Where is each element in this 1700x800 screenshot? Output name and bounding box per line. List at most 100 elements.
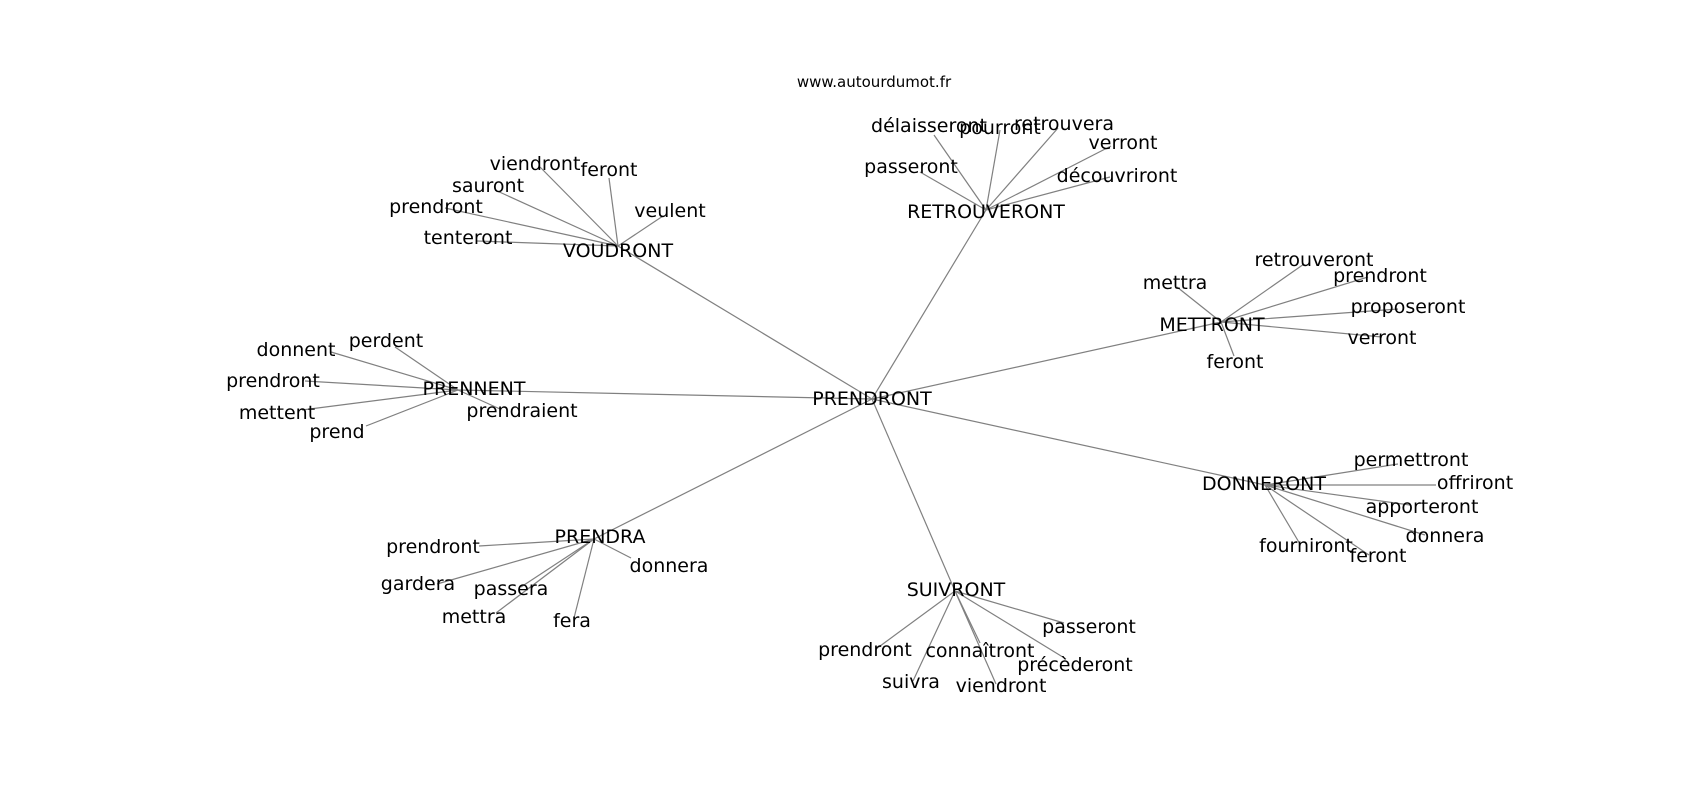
edge-voudront-leaf-5 — [476, 240, 619, 247]
leaf-node-label: retrouveront — [1254, 249, 1373, 271]
edge-prendra-leaf-4 — [495, 538, 595, 614]
edge-prendra-leaf-1 — [436, 538, 595, 585]
leaf-node-label: donnent — [257, 339, 336, 361]
leaf-node-label: sauront — [452, 175, 524, 197]
leaf-node-label: mettent — [239, 402, 315, 424]
edge-donneront-leaf-5 — [1264, 484, 1370, 556]
leaf-node-label: viendront — [956, 675, 1047, 697]
leaf-node-label: proposeront — [1351, 296, 1466, 318]
hub-node-retrouveront: RETROUVERONT — [907, 201, 1065, 223]
leaf-node-label: verront — [1089, 132, 1158, 154]
leaf-node-label: passera — [474, 578, 549, 600]
leaf-node-label: donnera — [1406, 525, 1485, 547]
leaf-node-label: passeront — [864, 156, 958, 178]
leaf-node-label: prend — [309, 421, 364, 443]
edge-prennent-leaf-0 — [394, 346, 459, 391]
edge-center-prennent — [457, 389, 873, 400]
edge-retrouveront-leaf-4 — [919, 171, 987, 211]
leaf-node-label: tenteront — [424, 227, 513, 249]
edge-suivront-leaf-1 — [875, 590, 956, 650]
edge-center-prendra — [593, 398, 873, 540]
edge-mettront-leaf-3 — [1220, 308, 1399, 323]
edge-prennent-leaf-4 — [457, 389, 501, 410]
edge-donneront-leaf-2 — [1264, 484, 1411, 506]
leaf-node-label: prendront — [226, 370, 320, 392]
edge-mettront-leaf-4 — [1220, 321, 1383, 338]
edge-suivront-leaf-5 — [954, 590, 997, 685]
leaf-node-label: suivra — [882, 671, 940, 693]
leaf-node-label: découvriront — [1057, 165, 1178, 187]
edge-prennent-leaf-2 — [304, 380, 459, 391]
hub-node-mettront: METTRONT — [1159, 314, 1265, 336]
hub-node-voudront: VOUDRONT — [563, 240, 674, 262]
edge-center-voudront — [617, 245, 873, 400]
leaf-node-label: offriront — [1437, 472, 1513, 494]
edge-prennent-leaf-3 — [301, 389, 459, 411]
leaf-node-label: pourront — [959, 117, 1041, 139]
edge-suivront-leaf-0 — [954, 590, 1065, 624]
edge-prennent-leaf-5 — [365, 389, 459, 427]
leaf-node-label: feront — [1350, 545, 1407, 567]
edge-voudront-leaf-2 — [494, 189, 619, 247]
leaf-node-label: gardera — [381, 573, 455, 595]
edge-retrouveront-leaf-1 — [985, 129, 1001, 211]
source-label: www.autourdumot.fr — [797, 73, 952, 91]
hub-node-prennent: PRENNENT — [423, 378, 526, 400]
leaf-node-label: prendraient — [466, 400, 577, 422]
edge-retrouveront-leaf-0 — [933, 134, 987, 211]
hub-node-prendra: PRENDRA — [555, 526, 646, 548]
leaf-node-label: viendront — [490, 153, 581, 175]
edge-mettront-leaf-2 — [1176, 286, 1222, 323]
edge-center-retrouveront — [871, 209, 987, 400]
edge-retrouveront-leaf-5 — [985, 176, 1111, 211]
edge-mettront-leaf-5 — [1220, 321, 1235, 357]
leaf-node-label: retrouvera — [1014, 113, 1114, 135]
edge-retrouveront-leaf-3 — [985, 145, 1112, 211]
edge-mettront-leaf-0 — [1220, 263, 1305, 323]
edge-voudront-leaf-4 — [617, 215, 664, 247]
leaf-node-label: feront — [581, 159, 638, 181]
center-node-label: PRENDRONT — [812, 388, 932, 410]
leaf-node-label: fera — [553, 610, 591, 632]
leaf-node-label: précèderont — [1017, 654, 1133, 676]
leaf-node-label: permettront — [1354, 449, 1469, 471]
edge-retrouveront-leaf-2 — [985, 127, 1059, 211]
edge-center-mettront — [871, 321, 1222, 400]
edge-voudront-leaf-3 — [444, 207, 619, 247]
leaf-node-label: verront — [1348, 327, 1417, 349]
edge-donneront-leaf-0 — [1264, 463, 1399, 486]
graph-edges — [301, 127, 1436, 685]
leaf-node-label: veulent — [634, 200, 705, 222]
edge-suivront-leaf-4 — [912, 590, 956, 682]
edge-mettront-leaf-1 — [1220, 276, 1369, 323]
leaf-node-label: prendront — [386, 536, 480, 558]
leaf-node-label: prendront — [818, 639, 912, 661]
leaf-node-label: connaîtront — [925, 640, 1034, 662]
edge-prendra-leaf-5 — [573, 538, 595, 619]
edge-donneront-leaf-3 — [1264, 484, 1426, 536]
edge-donneront-leaf-4 — [1264, 484, 1301, 545]
leaf-node-label: passeront — [1042, 616, 1136, 638]
leaf-node-label: donnera — [630, 555, 709, 577]
edge-voudront-leaf-1 — [608, 177, 619, 247]
edge-prennent-leaf-1 — [330, 351, 459, 391]
edge-prendra-leaf-2 — [593, 538, 632, 559]
leaf-node-label: mettra — [1143, 272, 1208, 294]
edge-prendra-leaf-0 — [478, 538, 595, 547]
leaf-node-label: apporteront — [1366, 496, 1479, 518]
leaf-node-label: mettra — [442, 606, 507, 628]
edge-center-donneront — [871, 398, 1266, 486]
edge-suivront-leaf-3 — [954, 590, 1067, 660]
edge-voudront-leaf-0 — [539, 166, 619, 247]
leaf-node-label: feront — [1207, 351, 1264, 373]
leaf-node-label: prendront — [389, 196, 483, 218]
leaf-node-label: prendront — [1333, 265, 1427, 287]
leaf-node-label: délaisseront — [871, 115, 987, 137]
hub-node-suivront: SUIVRONT — [907, 579, 1006, 601]
leaf-node-label: perdent — [349, 330, 423, 352]
leaf-node-label: fourniront — [1259, 535, 1353, 557]
hub-node-donneront: DONNERONT — [1202, 473, 1326, 495]
edge-center-suivront — [871, 398, 956, 592]
